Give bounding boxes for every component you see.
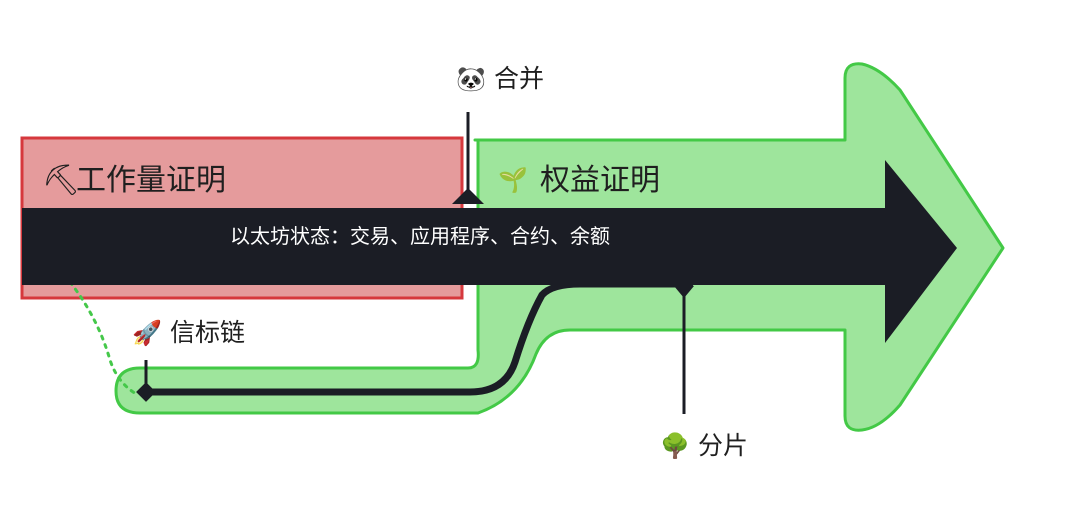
tree-icon: 🌳 (660, 431, 690, 460)
sharding-label: 分片 (698, 431, 748, 460)
pos-label: 权益证明 (540, 163, 660, 198)
beacon-chain-line (142, 280, 694, 396)
pickaxe-icon: ⛏ (42, 163, 80, 198)
panda-icon: 🐼 (456, 65, 486, 93)
beacon-dotted-connector (68, 280, 140, 397)
rocket-icon: 🚀 (132, 319, 162, 347)
ethereum-state-label: 以太坊状态：交易、应用程序、合约、余额 (230, 224, 610, 248)
seedling-icon: 🌱 (498, 166, 528, 194)
sharding-marker-point (674, 286, 694, 298)
beacon-marker-point (136, 382, 156, 402)
merge-marker-point (452, 188, 484, 204)
ethereum-state-arrow (22, 160, 957, 343)
merge-label: 合并 (494, 64, 544, 93)
beacon-label: 信标链 (170, 318, 245, 347)
pow-label: 工作量证明 (76, 163, 226, 198)
